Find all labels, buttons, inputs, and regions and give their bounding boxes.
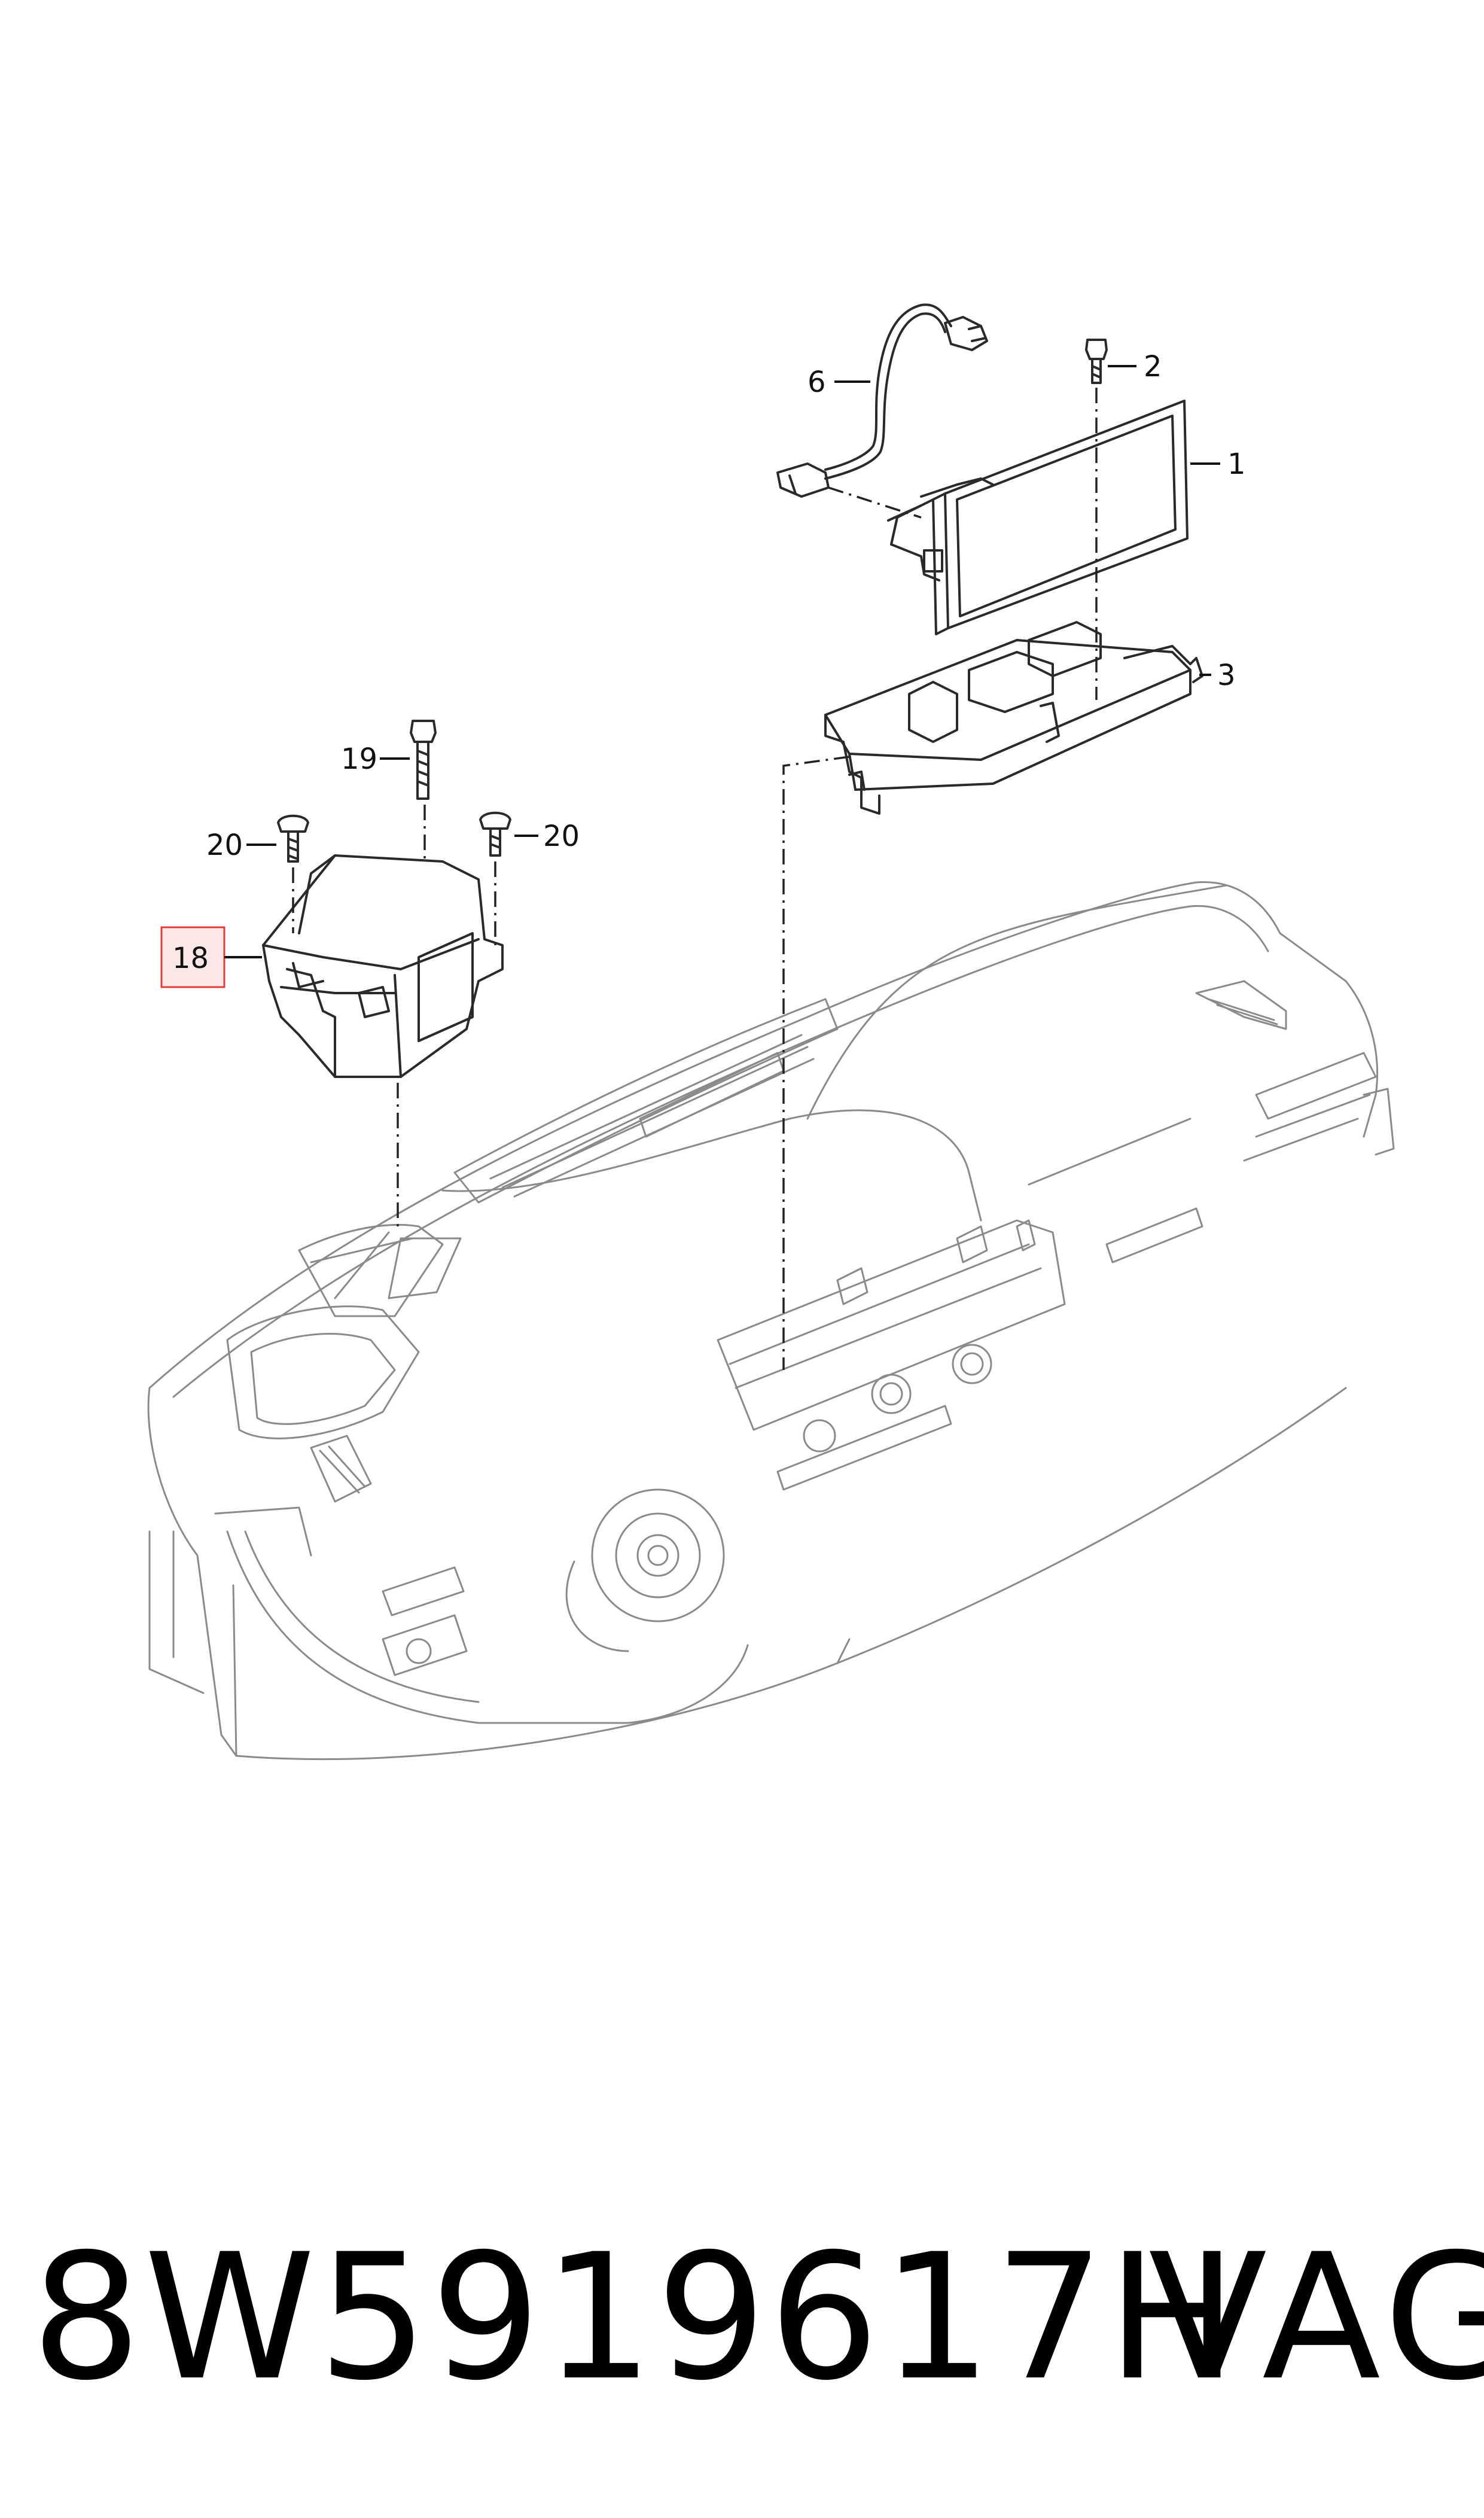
long-bolt <box>410 720 437 800</box>
svg-text:3: 3 <box>1217 659 1236 692</box>
svg-text:18: 18 <box>172 942 209 975</box>
svg-text:6: 6 <box>807 366 826 399</box>
svg-text:2: 2 <box>1144 350 1162 383</box>
callout-6: 6 <box>807 366 870 399</box>
screw <box>277 811 511 863</box>
dashboard <box>147 881 1395 1761</box>
mounting-bolt <box>1085 339 1108 384</box>
callout-2: 2 <box>1108 350 1162 383</box>
control-unit <box>262 854 504 1078</box>
assembly-lines <box>292 388 1098 1370</box>
callout-19: 19 <box>341 742 410 776</box>
display-bracket <box>824 621 1203 815</box>
display-unit <box>887 400 1189 635</box>
callout-18-highlight <box>160 926 226 988</box>
brand-label: VAG <box>1148 2217 1484 2419</box>
svg-text:20: 20 <box>543 820 580 853</box>
svg-text:19: 19 <box>341 742 377 776</box>
callout-3: 3 <box>1199 659 1236 692</box>
part-number: 8W5919617H <box>31 2217 1240 2419</box>
callout-20-left: 20 <box>206 829 276 862</box>
callout-20-right: 20 <box>514 820 580 853</box>
svg-text:1: 1 <box>1227 447 1246 481</box>
callout-18: 18 <box>160 926 262 988</box>
connecting-cable <box>776 303 988 498</box>
callout-1: 1 <box>1190 447 1246 481</box>
svg-text:20: 20 <box>206 829 243 862</box>
